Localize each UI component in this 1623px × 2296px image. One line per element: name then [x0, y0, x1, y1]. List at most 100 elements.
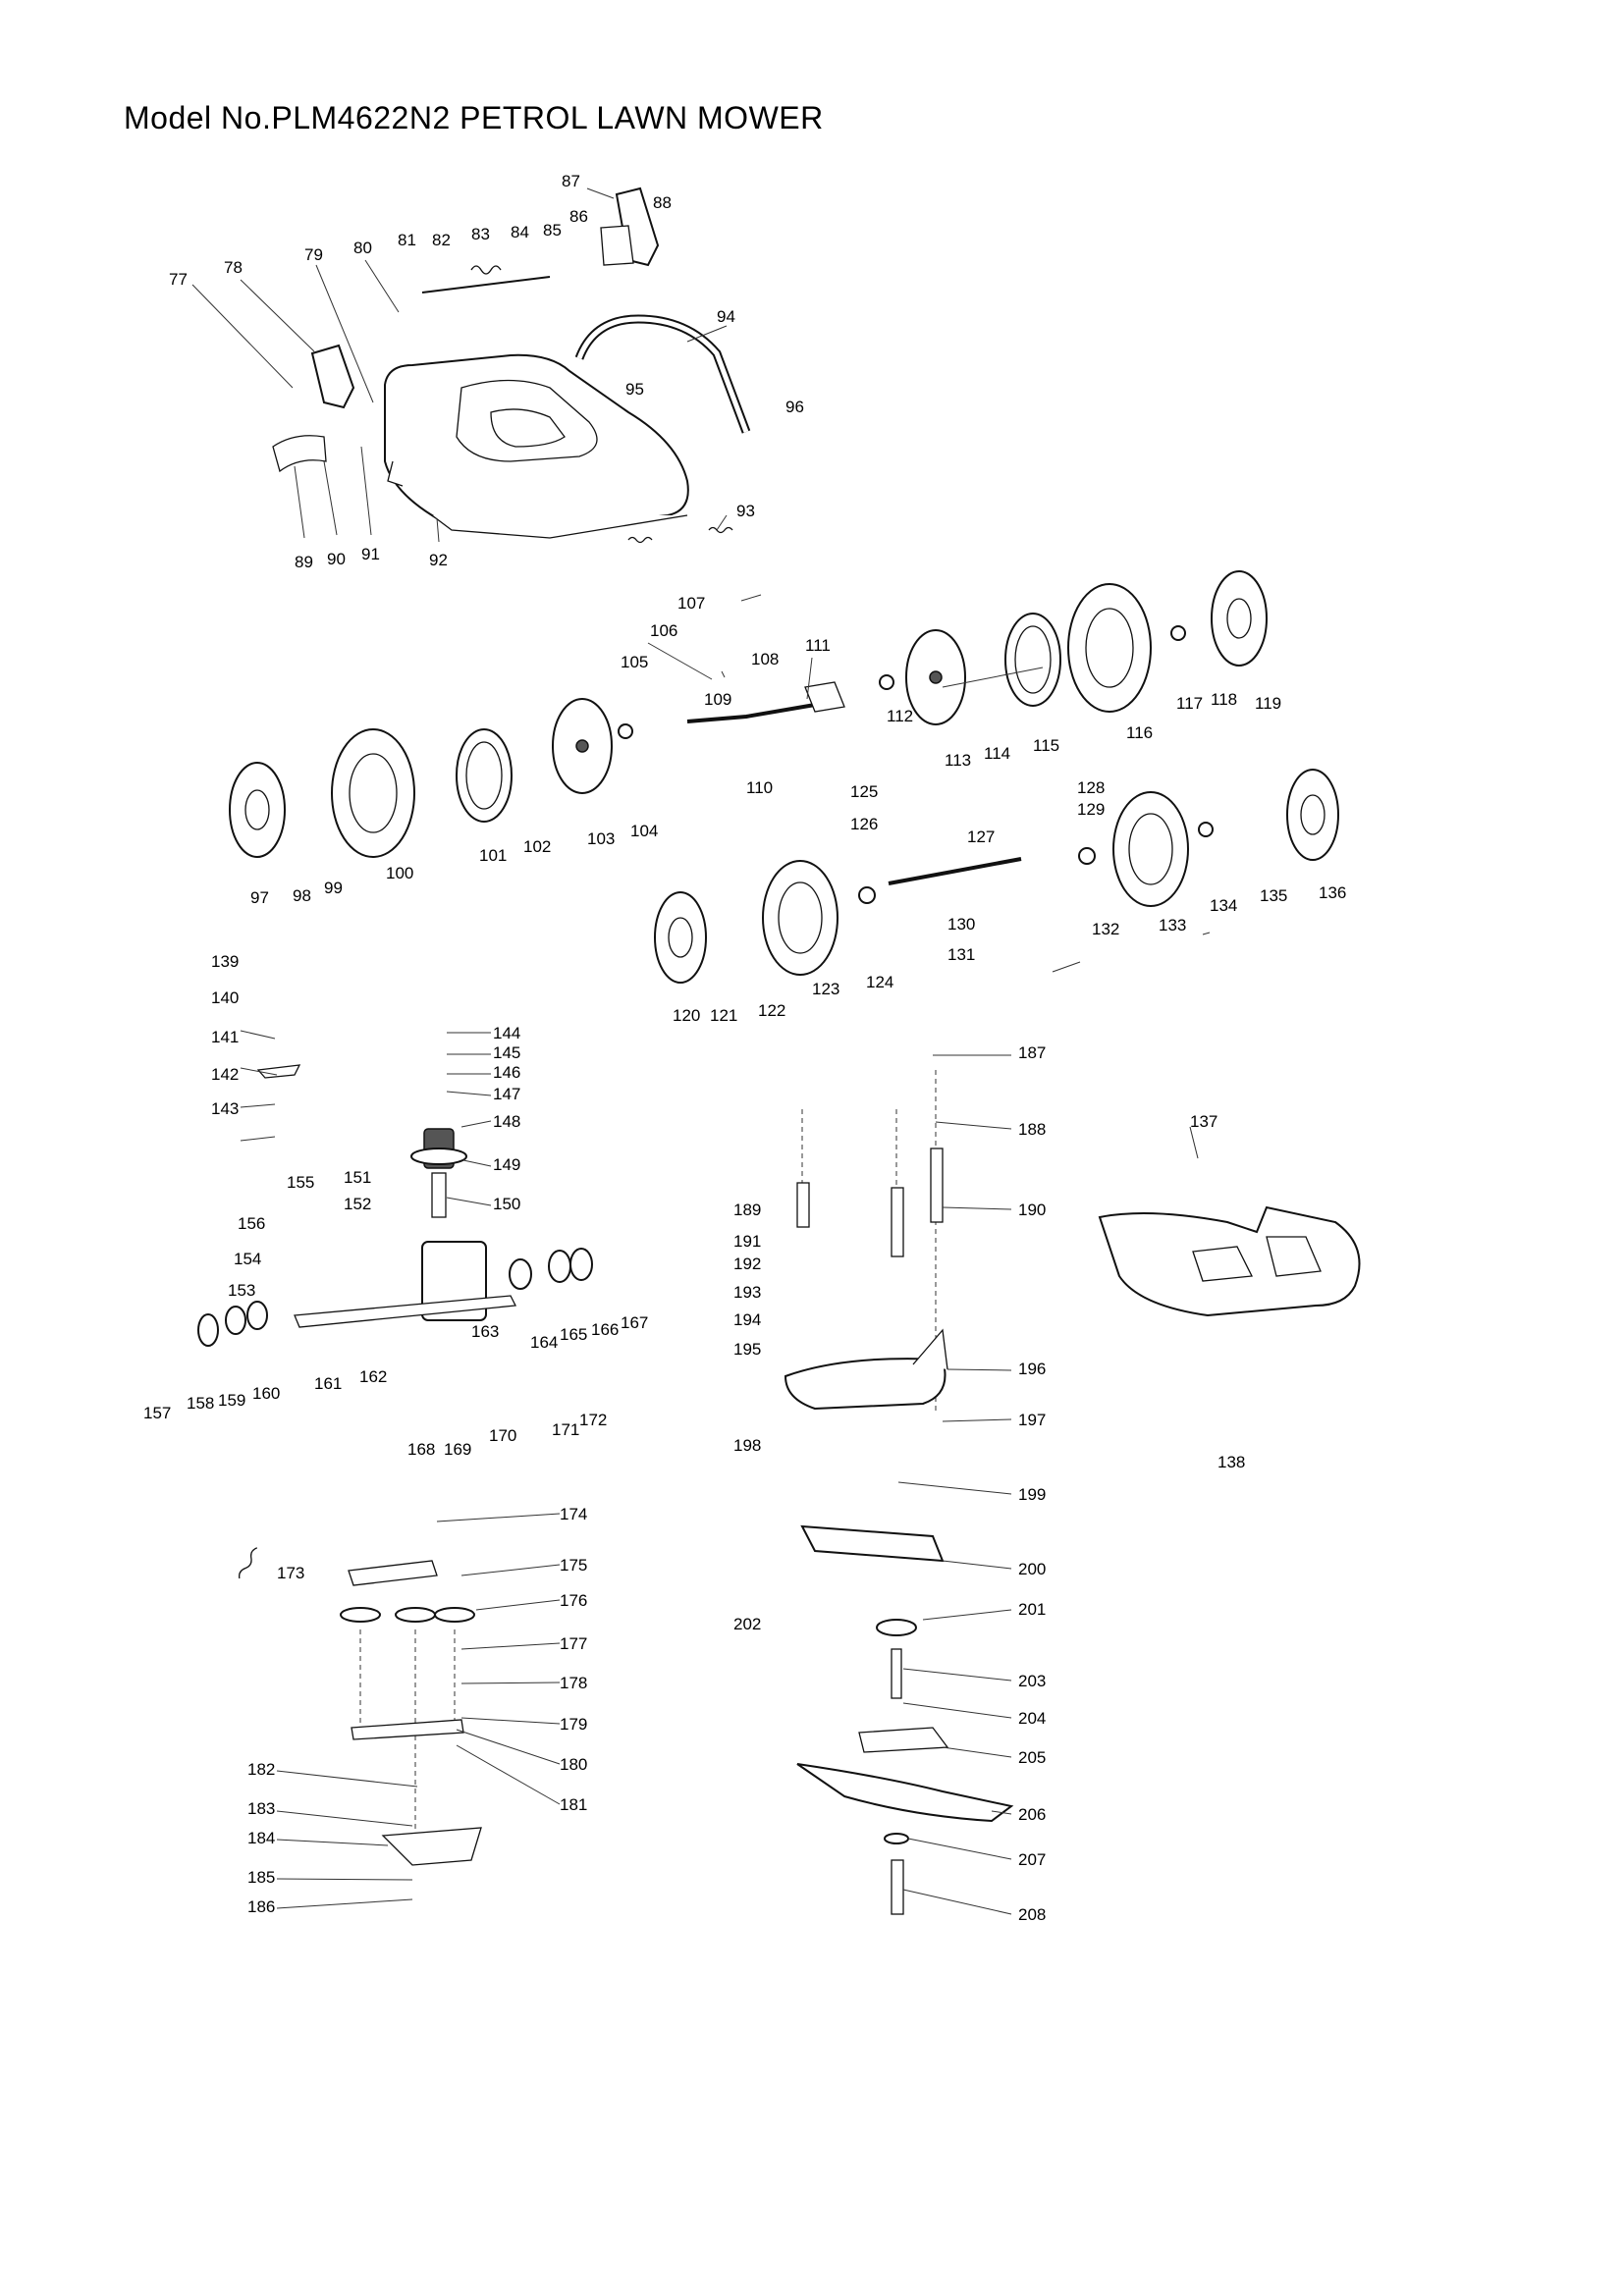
callout-92: 92: [429, 551, 448, 569]
callout-84: 84: [511, 223, 529, 241]
callout-204: 204: [1018, 1709, 1046, 1728]
callout-149: 149: [493, 1155, 520, 1174]
callout-111: 111: [805, 636, 831, 655]
callout-168: 168: [407, 1440, 435, 1459]
callout-122: 122: [758, 1001, 785, 1020]
callout-120: 120: [673, 1006, 700, 1025]
callout-173: 173: [277, 1564, 304, 1582]
callout-163: 163: [471, 1322, 499, 1341]
callout-139: 139: [211, 952, 239, 971]
callout-193: 193: [733, 1283, 761, 1302]
callout-140: 140: [211, 988, 239, 1007]
callout-77: 77: [169, 270, 188, 289]
belt-tension-drawing: [238, 1547, 482, 1866]
callout-153: 153: [228, 1281, 255, 1300]
callout-82: 82: [432, 231, 451, 249]
callout-81: 81: [398, 231, 416, 249]
callout-154: 154: [234, 1250, 261, 1268]
callout-123: 123: [812, 980, 839, 998]
callout-141: 141: [211, 1028, 239, 1046]
callout-98: 98: [293, 886, 311, 905]
callout-88: 88: [653, 193, 672, 212]
callout-205: 205: [1018, 1748, 1046, 1767]
callout-206: 206: [1018, 1805, 1046, 1824]
callout-183: 183: [247, 1799, 275, 1818]
callout-158: 158: [187, 1394, 214, 1413]
callout-147: 147: [493, 1085, 520, 1103]
callout-115: 115: [1033, 736, 1059, 755]
callout-104: 104: [630, 822, 658, 840]
callout-192: 192: [733, 1255, 761, 1273]
callout-151: 151: [344, 1168, 371, 1187]
rear-cover-drawing: [1098, 1205, 1361, 1317]
callout-87: 87: [562, 172, 580, 190]
deck-drawing: [272, 187, 751, 544]
callout-203: 203: [1018, 1672, 1046, 1690]
leader-lines: [191, 187, 1211, 1915]
callout-188: 188: [1018, 1120, 1046, 1139]
callout-146: 146: [493, 1063, 520, 1082]
callout-207: 207: [1018, 1850, 1046, 1869]
callout-143: 143: [211, 1099, 239, 1118]
callout-129: 129: [1077, 800, 1105, 819]
callout-196: 196: [1018, 1360, 1046, 1378]
callout-119: 119: [1255, 694, 1281, 713]
callout-107: 107: [677, 594, 705, 613]
callout-128: 128: [1077, 778, 1105, 797]
callout-180: 180: [560, 1755, 587, 1774]
callout-157: 157: [143, 1404, 171, 1422]
callout-94: 94: [717, 307, 735, 326]
callout-155: 155: [287, 1173, 314, 1192]
callout-187: 187: [1018, 1043, 1046, 1062]
page-title: Model No.PLM4622N2 PETROL LAWN MOWER: [124, 100, 824, 135]
callout-142: 142: [211, 1065, 239, 1084]
callout-197: 197: [1018, 1411, 1046, 1429]
callout-164: 164: [530, 1333, 558, 1352]
callout-162: 162: [359, 1367, 387, 1386]
engine-mount-drawing: [784, 1070, 1014, 1915]
callout-112: 112: [887, 707, 913, 725]
callout-96: 96: [785, 398, 804, 416]
callout-89: 89: [295, 553, 313, 571]
callout-184: 184: [247, 1829, 275, 1847]
callout-78: 78: [224, 258, 243, 277]
gearbox-drawing: [197, 1064, 593, 1347]
callout-124: 124: [866, 973, 893, 991]
callout-177: 177: [560, 1634, 587, 1653]
callout-126: 126: [850, 815, 878, 833]
callout-201: 201: [1018, 1600, 1046, 1619]
callout-125: 125: [850, 782, 878, 801]
callout-199: 199: [1018, 1485, 1046, 1504]
callout-95: 95: [625, 380, 644, 399]
callout-169: 169: [444, 1440, 471, 1459]
callout-198: 198: [733, 1436, 761, 1455]
callout-132: 132: [1092, 920, 1119, 938]
callout-79: 79: [304, 245, 323, 264]
callout-100: 100: [386, 864, 413, 882]
callout-150: 150: [493, 1195, 520, 1213]
callout-179: 179: [560, 1715, 587, 1734]
callout-152: 152: [344, 1195, 371, 1213]
callout-103: 103: [587, 829, 615, 848]
callout-170: 170: [489, 1426, 516, 1445]
callout-110: 110: [746, 778, 773, 797]
callout-161: 161: [314, 1374, 342, 1393]
callout-156: 156: [238, 1214, 265, 1233]
callout-190: 190: [1018, 1201, 1046, 1219]
callout-178: 178: [560, 1674, 587, 1692]
callout-118: 118: [1211, 690, 1237, 709]
callout-91: 91: [361, 545, 380, 563]
callout-176: 176: [560, 1591, 587, 1610]
callout-137: 137: [1190, 1112, 1217, 1131]
callout-138: 138: [1217, 1453, 1245, 1471]
callout-171: 171: [552, 1420, 579, 1439]
callout-148: 148: [493, 1112, 520, 1131]
callout-191: 191: [733, 1232, 761, 1251]
callout-116: 116: [1126, 723, 1153, 742]
callout-109: 109: [704, 690, 731, 709]
callout-101: 101: [479, 846, 507, 865]
callout-144: 144: [493, 1024, 520, 1042]
callout-80: 80: [353, 239, 372, 257]
